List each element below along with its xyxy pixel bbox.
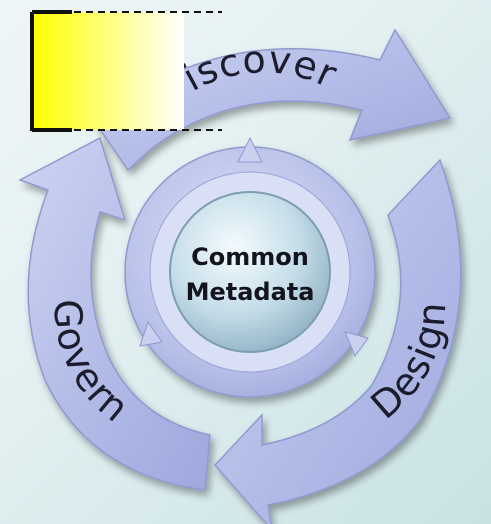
ring-arrowhead-top: [237, 136, 263, 163]
ring-arrowhead-right: [344, 331, 369, 358]
ring-arrowhead-left: [139, 320, 163, 347]
hub: Common Metadata: [169, 191, 331, 353]
cycle-arrows: [18, 28, 462, 524]
hub-label-line-2: Metadata: [186, 278, 315, 306]
govern-arrow: [18, 136, 211, 491]
discover-arrow: [93, 28, 452, 172]
hub-label-line-1: Common: [191, 243, 309, 271]
design-arrow: [213, 158, 462, 524]
highlight-callout: [30, 10, 222, 132]
